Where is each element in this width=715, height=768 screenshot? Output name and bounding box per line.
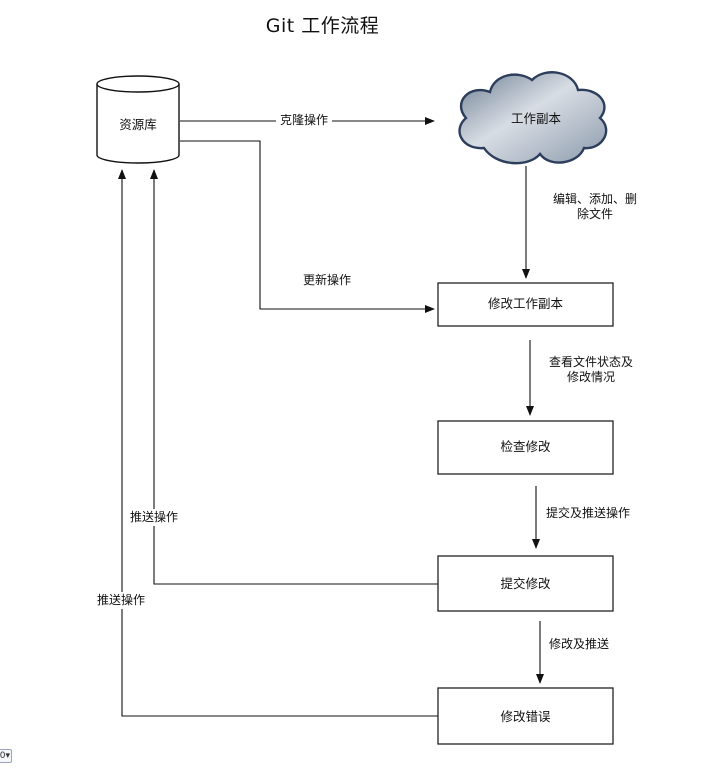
- edge-label-check-line2: 修改情况: [541, 370, 641, 385]
- edge-label-push-from-fix: 推送操作: [95, 592, 148, 609]
- arrow-push-from-fix: [118, 169, 438, 717]
- edge-label-push-from-commit: 推送操作: [128, 509, 181, 526]
- node-working-copy-label: 工作副本: [510, 111, 561, 126]
- node-repository-label: 资源库: [119, 117, 157, 132]
- node-fix-errors-label: 修改错误: [500, 709, 551, 724]
- edge-label-edit-line1: 编辑、添加、删: [545, 192, 645, 207]
- box-check-changes: [437, 420, 614, 475]
- repository-cylinder: [96, 75, 180, 164]
- working-copy-cloud: [458, 71, 608, 165]
- edge-label-commit-push: 提交及推送操作: [546, 506, 631, 521]
- arrow-update: [180, 140, 435, 313]
- box-modify-working-copy: [437, 282, 614, 327]
- diagram-title: Git 工作流程: [265, 15, 380, 37]
- edge-label-clone: 克隆操作: [276, 113, 333, 128]
- edge-label-check-line1: 查看文件状态及: [541, 355, 641, 370]
- zoom-dropdown[interactable]: 0▾: [0, 749, 12, 763]
- edge-label-edit-line2: 除文件: [545, 207, 645, 222]
- node-check-changes-label: 检查修改: [500, 439, 551, 454]
- node-commit-changes-label: 提交修改: [500, 576, 551, 591]
- node-modify-working-copy-label: 修改工作副本: [487, 296, 563, 311]
- edge-label-modify-push: 修改及推送: [549, 637, 610, 652]
- edge-label-update: 更新操作: [303, 273, 352, 288]
- arrow-push-from-commit: [150, 169, 438, 585]
